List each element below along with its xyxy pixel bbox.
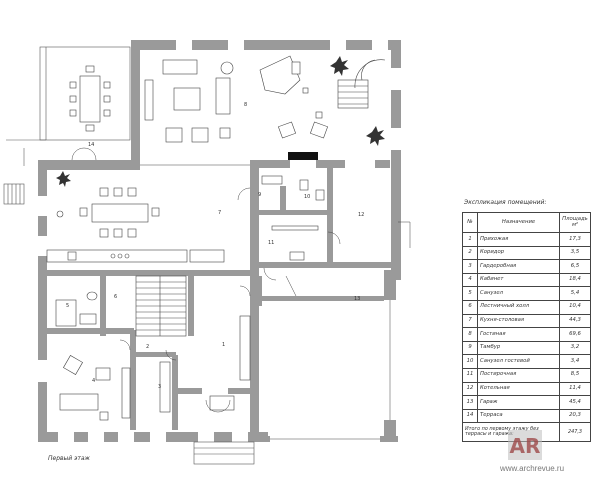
room-label-5: 5 [66, 303, 69, 309]
room-labels: 14 8 7 5 10 9 11 12 13 6 2 1 4 3 [66, 102, 364, 390]
room-label-9: 9 [258, 192, 261, 198]
schedule-title: Экспликация помещений: [464, 199, 547, 206]
main-staircase [135, 275, 187, 337]
plant-icons [56, 56, 385, 187]
col-header-area: Площадь м² [559, 212, 591, 233]
room-label-3: 3 [158, 384, 161, 390]
kitchen-dining-furniture [46, 187, 225, 263]
row-area: 44,3 [559, 313, 591, 329]
row-area: 3,2 [559, 340, 591, 356]
row-area: 10,4 [559, 299, 591, 315]
row-number: 9 [462, 340, 478, 356]
row-number: 14 [462, 408, 478, 424]
row-number: 5 [462, 286, 478, 301]
row-number: 13 [462, 395, 478, 410]
room-label-8: 8 [244, 102, 247, 108]
row-number: 10 [462, 354, 478, 369]
floor-caption: Первый этаж [48, 455, 90, 462]
row-number: 8 [462, 327, 478, 342]
room-label-14: 14 [88, 142, 94, 148]
row-number: 7 [462, 313, 478, 329]
door-swings [23, 147, 411, 413]
row-area: 11,4 [559, 381, 591, 397]
row-name: Гостиная [477, 327, 560, 342]
col-header-name: Назначение [477, 212, 560, 233]
row-name: Терраса [477, 408, 560, 424]
row-name: Санузел [477, 286, 560, 301]
row-number: 2 [462, 245, 478, 261]
col-header-number: № [462, 212, 478, 233]
row-number: 4 [462, 272, 478, 288]
row-name: Кухня-столовая [477, 313, 560, 329]
row-area: 3,5 [559, 245, 591, 261]
row-name: Котельная [477, 381, 560, 397]
row-area: 69,6 [559, 327, 591, 342]
spiral-staircase [337, 59, 386, 109]
row-area: 8,5 [559, 367, 591, 383]
row-name: Лестничный холл [477, 299, 560, 315]
archrevue-logo: AR [508, 430, 542, 460]
living-room-furniture [144, 55, 329, 143]
row-area: 18,4 [559, 272, 591, 288]
terrace-outline [39, 46, 131, 141]
row-name: Кабинет [477, 272, 560, 288]
room-label-11: 11 [268, 240, 274, 246]
room-schedule: Экспликация помещений: № Назначение Площ… [462, 199, 591, 443]
row-area: 6,5 [559, 259, 591, 274]
row-number: 1 [462, 232, 478, 247]
row-number: 3 [462, 259, 478, 274]
total-value: 247,3 [559, 422, 591, 443]
other-furniture [55, 175, 325, 421]
row-area: 5,4 [559, 286, 591, 301]
room-label-4: 4 [92, 378, 95, 384]
row-number: 12 [462, 381, 478, 397]
row-number: 11 [462, 367, 478, 383]
floor-plan: 14 8 7 5 10 9 11 12 13 6 2 1 4 3 [3, 40, 411, 465]
row-name: Гардеробная [477, 259, 560, 274]
room-label-12: 12 [358, 212, 364, 218]
room-label-6: 6 [114, 294, 117, 300]
row-name: Коридор [477, 245, 560, 261]
room-label-13: 13 [354, 296, 360, 302]
svg-text:AR: AR [510, 434, 541, 458]
terrace-dining-table [69, 65, 111, 132]
watermark-site: www.archrevue.ru [500, 464, 565, 473]
row-name: Гараж [477, 395, 560, 410]
row-name: Постирочная [477, 367, 560, 383]
room-label-7: 7 [218, 210, 221, 216]
row-area: 45,4 [559, 395, 591, 410]
row-name: Прихожая [477, 232, 560, 247]
row-area: 17,3 [559, 232, 591, 247]
room-label-10: 10 [304, 194, 310, 200]
row-number: 6 [462, 299, 478, 315]
row-name: Тамбур [477, 340, 560, 356]
row-area: 3,4 [559, 354, 591, 369]
row-name: Санузел гостевой [477, 354, 560, 369]
row-area: 20,3 [559, 408, 591, 424]
room-label-2: 2 [146, 344, 149, 350]
room-label-1: 1 [222, 342, 225, 348]
fireplace [288, 152, 318, 160]
